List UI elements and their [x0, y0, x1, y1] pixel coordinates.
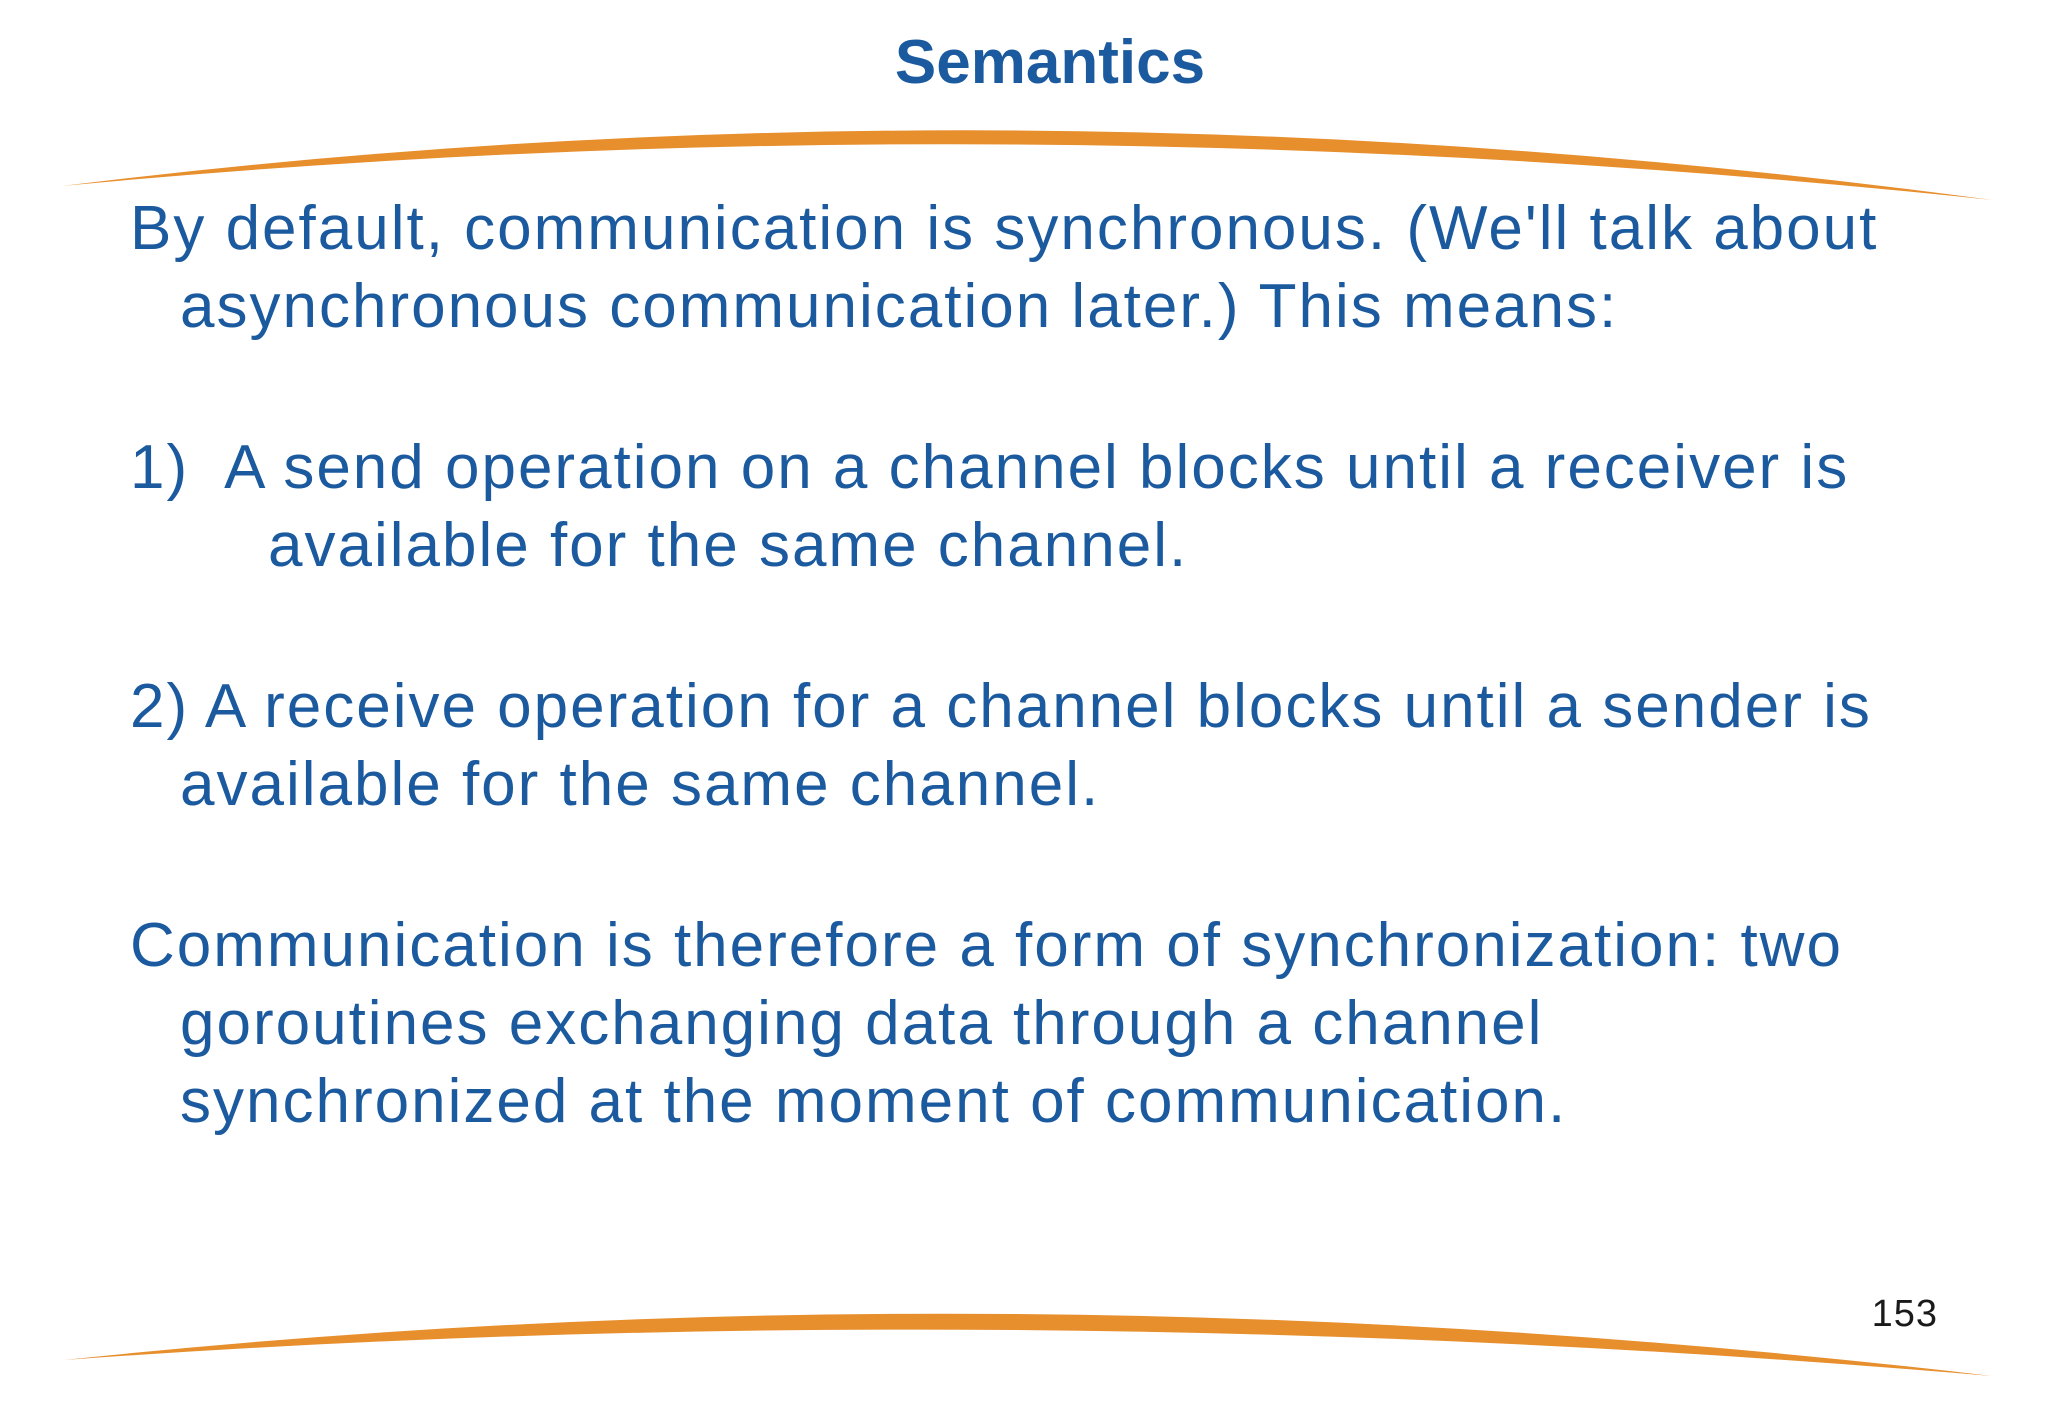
- paragraph-item-1: 1) A send operation on a channel blocks …: [130, 429, 2008, 585]
- text-line: 2) A receive operation for a channel blo…: [130, 672, 1872, 741]
- text-line: By default, communication is synchronous…: [130, 194, 1879, 263]
- text-line: synchronized at the moment of communicat…: [180, 1067, 1568, 1136]
- bottom-swoosh-curve: [64, 1313, 1992, 1376]
- text-line: available for the same channel.: [180, 750, 1101, 819]
- slide-body: By default, communication is synchronous…: [130, 190, 2008, 1141]
- paragraph-item-2: 2) A receive operation for a channel blo…: [130, 668, 2008, 824]
- text-line: 1) A send operation on a channel blocks …: [130, 433, 1850, 502]
- paragraph-conclusion: Communication is therefore a form of syn…: [130, 907, 2008, 1141]
- text-line: goroutines exchanging data through a cha…: [180, 989, 1544, 1058]
- paragraph-intro: By default, communication is synchronous…: [130, 190, 2008, 346]
- text-line: available for the same channel.: [268, 511, 1189, 580]
- slide-title: Semantics: [894, 28, 1206, 97]
- text-line: asynchronous communication later.) This …: [180, 272, 1619, 341]
- text-line: Communication is therefore a form of syn…: [130, 911, 1843, 980]
- page-number: 153: [1871, 1293, 1938, 1335]
